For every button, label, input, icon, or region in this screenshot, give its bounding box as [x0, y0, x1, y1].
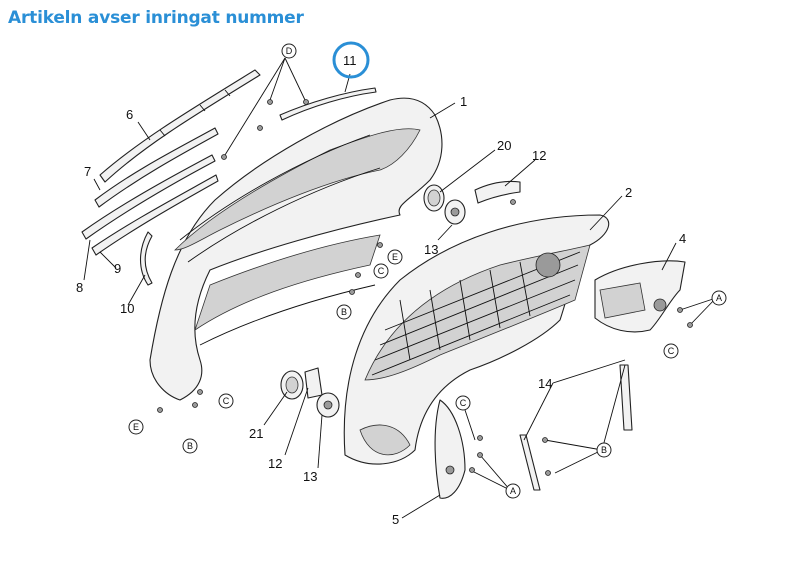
svg-text:C: C — [668, 346, 675, 356]
marker-C-upper: C — [373, 263, 389, 279]
svg-text:A: A — [510, 486, 516, 496]
part-12-lower-lamp[interactable] — [304, 367, 323, 399]
part-13-lower-fog[interactable] — [316, 392, 340, 418]
callout-14: 14 — [538, 376, 552, 391]
marker-B-left: B — [182, 438, 198, 454]
marker-C-left: C — [218, 393, 234, 409]
svg-text:C: C — [223, 396, 230, 406]
marker-B-upper: B — [336, 304, 352, 320]
svg-text:D: D — [286, 46, 293, 56]
part-10-side-strip[interactable] — [139, 231, 153, 286]
svg-text:C: C — [460, 398, 467, 408]
svg-text:B: B — [601, 445, 607, 455]
part-number-labels: 1 2 4 5 6 7 8 9 10 11 12 12 13 13 14 20 … — [76, 53, 686, 527]
part-20-ring[interactable] — [423, 184, 445, 212]
callout-13-lower: 13 — [303, 469, 317, 484]
part-1-bumper-cover[interactable] — [149, 97, 443, 401]
marker-E-left: E — [128, 419, 144, 435]
svg-text:E: E — [392, 252, 398, 262]
marker-A-right: A — [711, 290, 727, 306]
svg-text:B: B — [187, 441, 193, 451]
marker-E-upper: E — [387, 249, 403, 265]
marker-A-lower: A — [505, 483, 521, 499]
callout-6: 6 — [126, 107, 133, 122]
callout-11: 11 — [343, 53, 357, 68]
callout-9: 9 — [114, 261, 121, 276]
part-8-trim-strip[interactable] — [81, 154, 216, 240]
callout-2: 2 — [625, 185, 632, 200]
part-12-upper-lamp[interactable] — [474, 180, 521, 204]
callout-5: 5 — [392, 512, 399, 527]
callout-1: 1 — [460, 94, 467, 109]
highlight-circle — [332, 41, 370, 79]
page-title: Artikeln avser inringat nummer — [8, 8, 304, 28]
part-21-ring[interactable] — [280, 370, 304, 400]
callout-13-upper: 13 — [424, 242, 438, 257]
part-4-bracket[interactable] — [594, 260, 686, 333]
marker-D: D — [281, 43, 297, 59]
part-14-rods[interactable] — [519, 364, 633, 491]
callout-12-lower: 12 — [268, 456, 282, 471]
part-2-grille-panel[interactable] — [343, 214, 610, 465]
marker-C-lower: C — [455, 395, 471, 411]
callout-20: 20 — [497, 138, 511, 153]
part-11-upper-trim[interactable] — [279, 87, 377, 121]
marker-C-right: C — [663, 343, 679, 359]
callout-10: 10 — [120, 301, 134, 316]
callout-7: 7 — [84, 164, 91, 179]
svg-text:E: E — [133, 422, 139, 432]
part-13-upper-fog[interactable] — [444, 199, 466, 225]
svg-text:C: C — [378, 266, 385, 276]
leader-lines — [83, 57, 717, 519]
marker-B-lower: B — [596, 442, 612, 458]
part-9-trim-strip[interactable] — [91, 174, 219, 256]
part-6-trim-strip[interactable] — [99, 69, 261, 183]
letter-markers: D E C B C E B A — [128, 43, 727, 499]
callout-21: 21 — [249, 426, 263, 441]
callout-8: 8 — [76, 280, 83, 295]
callout-12-upper: 12 — [532, 148, 546, 163]
part-5-side-bracket[interactable] — [434, 399, 466, 499]
fasteners — [157, 99, 693, 476]
svg-text:A: A — [716, 293, 722, 303]
svg-text:B: B — [341, 307, 347, 317]
part-7-trim-strip[interactable] — [94, 127, 219, 208]
callout-4: 4 — [679, 231, 686, 246]
